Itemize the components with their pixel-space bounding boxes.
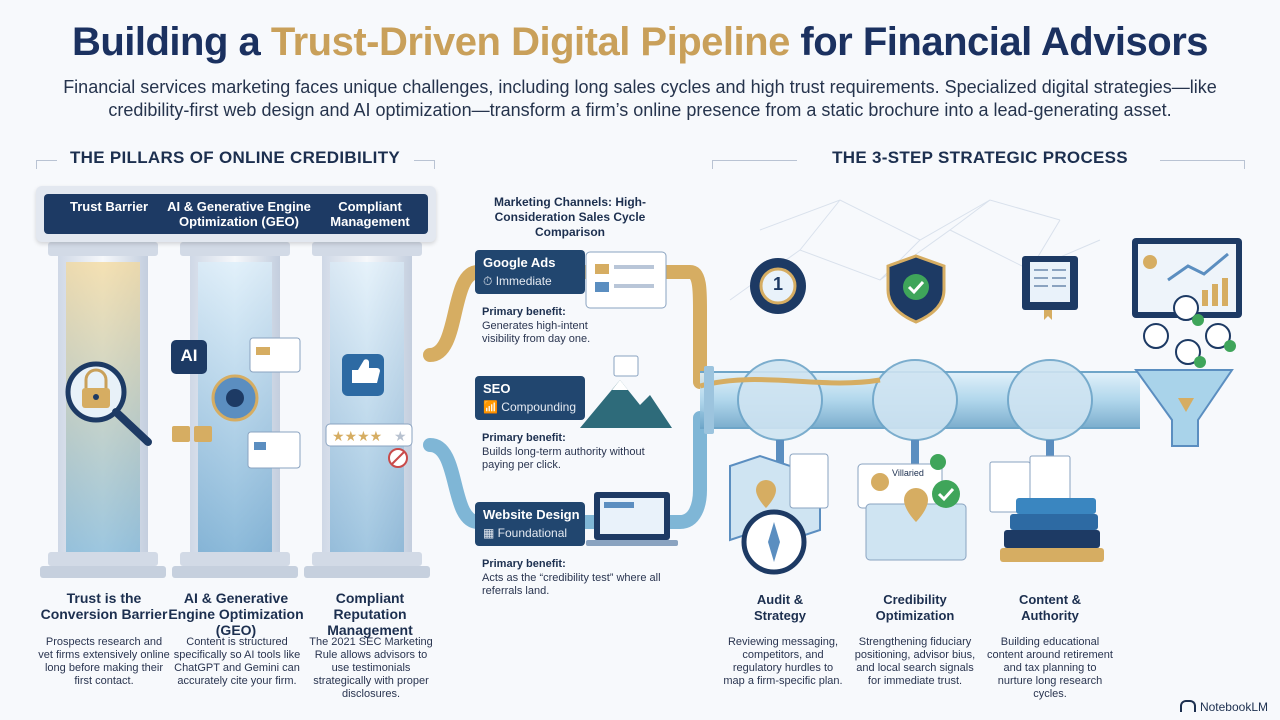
svg-text:★★★★: ★★★★	[332, 429, 382, 445]
pillar-label-geo: AI & Generative Engine Optimization (GEO…	[168, 590, 304, 638]
pillar-label-trust: Trust is the Conversion Barrier	[40, 590, 168, 622]
channel-seo: SEO 📶 Compounding	[475, 376, 585, 420]
channel-website-benefit-heading: Primary benefit:	[482, 558, 566, 570]
star-rating-icon: ★★★★ ★	[325, 423, 413, 468]
calendar-icon: ▦	[483, 526, 498, 540]
channel-seo-type: 📶 Compounding	[483, 400, 576, 414]
channel-seo-benefit-heading: Primary benefit:	[482, 432, 566, 444]
stopwatch-icon: ⏱	[483, 274, 496, 288]
step-label-credibility: Credibility Optimization	[875, 592, 955, 623]
svg-text:★: ★	[394, 429, 407, 445]
funnel-icon	[1134, 369, 1234, 447]
brand-badge: NotebookLM	[1179, 700, 1268, 714]
book-stack-icon	[989, 455, 1104, 562]
channel-google-ads-name: Google Ads	[483, 255, 556, 270]
process-heading: THE 3-STEP STRATEGIC PROCESS	[832, 148, 1128, 167]
pillars-heading-line-left	[36, 160, 57, 169]
pillar-3	[304, 242, 430, 578]
compass-icon	[741, 509, 807, 575]
google-ads-screen	[585, 251, 667, 309]
channel-website-design-type: ▦ Foundational	[483, 526, 567, 540]
step-desc-audit: Reviewing messaging, competitors, and re…	[723, 636, 843, 687]
location-pin-icon	[756, 480, 776, 508]
ai-brain-icon	[171, 337, 301, 469]
channel-website-design: Website Design ▦ Foundational	[475, 502, 585, 546]
step-number-badge: 1	[772, 274, 783, 294]
credibility-card-text: Villaried	[892, 468, 924, 478]
pillars-heading: THE PILLARS OF ONLINE CREDIBILITY	[69, 148, 401, 167]
ai-badge: AI	[180, 346, 198, 365]
lock-icon	[82, 368, 110, 408]
website-laptop-icon	[586, 492, 678, 546]
process-heading-line-right	[1160, 160, 1245, 169]
gear-icon	[750, 258, 806, 314]
channel-google-ads-type-text: Immediate	[495, 274, 552, 288]
book-icon	[1022, 256, 1078, 320]
growth-chart-icon: 📶	[483, 400, 502, 414]
pillar-header-inner: Trust Barrier AI & Generative Engine Opt…	[44, 194, 428, 234]
channel-google-ads: Google Ads ⏱ Immediate	[475, 250, 585, 294]
channels-title: Marketing Channels: High-Consideration S…	[493, 195, 646, 239]
pillar-desc-compliant: The 2021 SEC Marketing Rule allows advis…	[309, 636, 433, 700]
title-part-1: Building a	[71, 20, 271, 64]
people-icon	[1143, 295, 1236, 368]
pillar-header-beam: Trust Barrier AI & Generative Engine Opt…	[36, 186, 436, 242]
channel-google-ads-type: ⏱ Immediate	[483, 274, 552, 289]
seo-mountain-icon	[580, 355, 672, 428]
thumbs-up-icon	[342, 354, 384, 396]
shield-check-icon	[886, 254, 946, 324]
channel-google-ads-benefit-heading: Primary benefit:	[482, 306, 566, 318]
pillars-heading-line-right	[414, 160, 435, 169]
pillar-top-label-trust: Trust Barrier	[69, 199, 149, 214]
channel-seo-type-text: Compounding	[501, 400, 576, 414]
process-heading-line-left	[712, 160, 797, 169]
step-label-audit: Audit & Strategy	[753, 592, 807, 623]
title-part-2: for Financial Advisors	[789, 20, 1209, 64]
pillar-2	[172, 242, 298, 578]
channel-website-benefit: Acts as the “credibility test” where all…	[482, 572, 661, 597]
channel-website-design-type-text: Foundational	[497, 526, 568, 540]
pillar-top-label-geo: AI & Generative Engine Optimization (GEO…	[167, 199, 311, 229]
pillar-desc-trust: Prospects research and vet firms extensi…	[38, 636, 170, 687]
page-subtitle: Financial services marketing faces uniqu…	[63, 77, 1217, 120]
pillar-label-compliant: Compliant Reputation Management	[327, 590, 413, 638]
step-label-content: Content & Authority	[1018, 592, 1082, 623]
title-accent: Trust-Driven Digital Pipeline	[270, 20, 790, 64]
channel-website-design-name: Website Design	[483, 507, 580, 522]
channel-google-ads-benefit: Generates high-intent visibility from da…	[482, 320, 591, 345]
main-pipeline	[699, 359, 1140, 470]
notebooklm-logo-icon	[1179, 700, 1196, 712]
pillar-desc-geo: Content is structured specifically so AI…	[173, 636, 301, 687]
step-desc-credibility: Strengthening fiduciary positioning, adv…	[854, 636, 976, 687]
brand-name: NotebookLM	[1199, 700, 1268, 714]
channel-seo-name: SEO	[483, 381, 511, 396]
credibility-cards	[857, 454, 967, 561]
channel-seo-benefit: Builds long-term authority without payin…	[482, 446, 645, 471]
page-title: Building a Trust-Driven Digital Pipeline…	[0, 20, 1280, 65]
step-desc-content: Building educational content around reti…	[987, 636, 1113, 700]
pillar-top-label-compliant: Compliant Management	[330, 199, 410, 229]
